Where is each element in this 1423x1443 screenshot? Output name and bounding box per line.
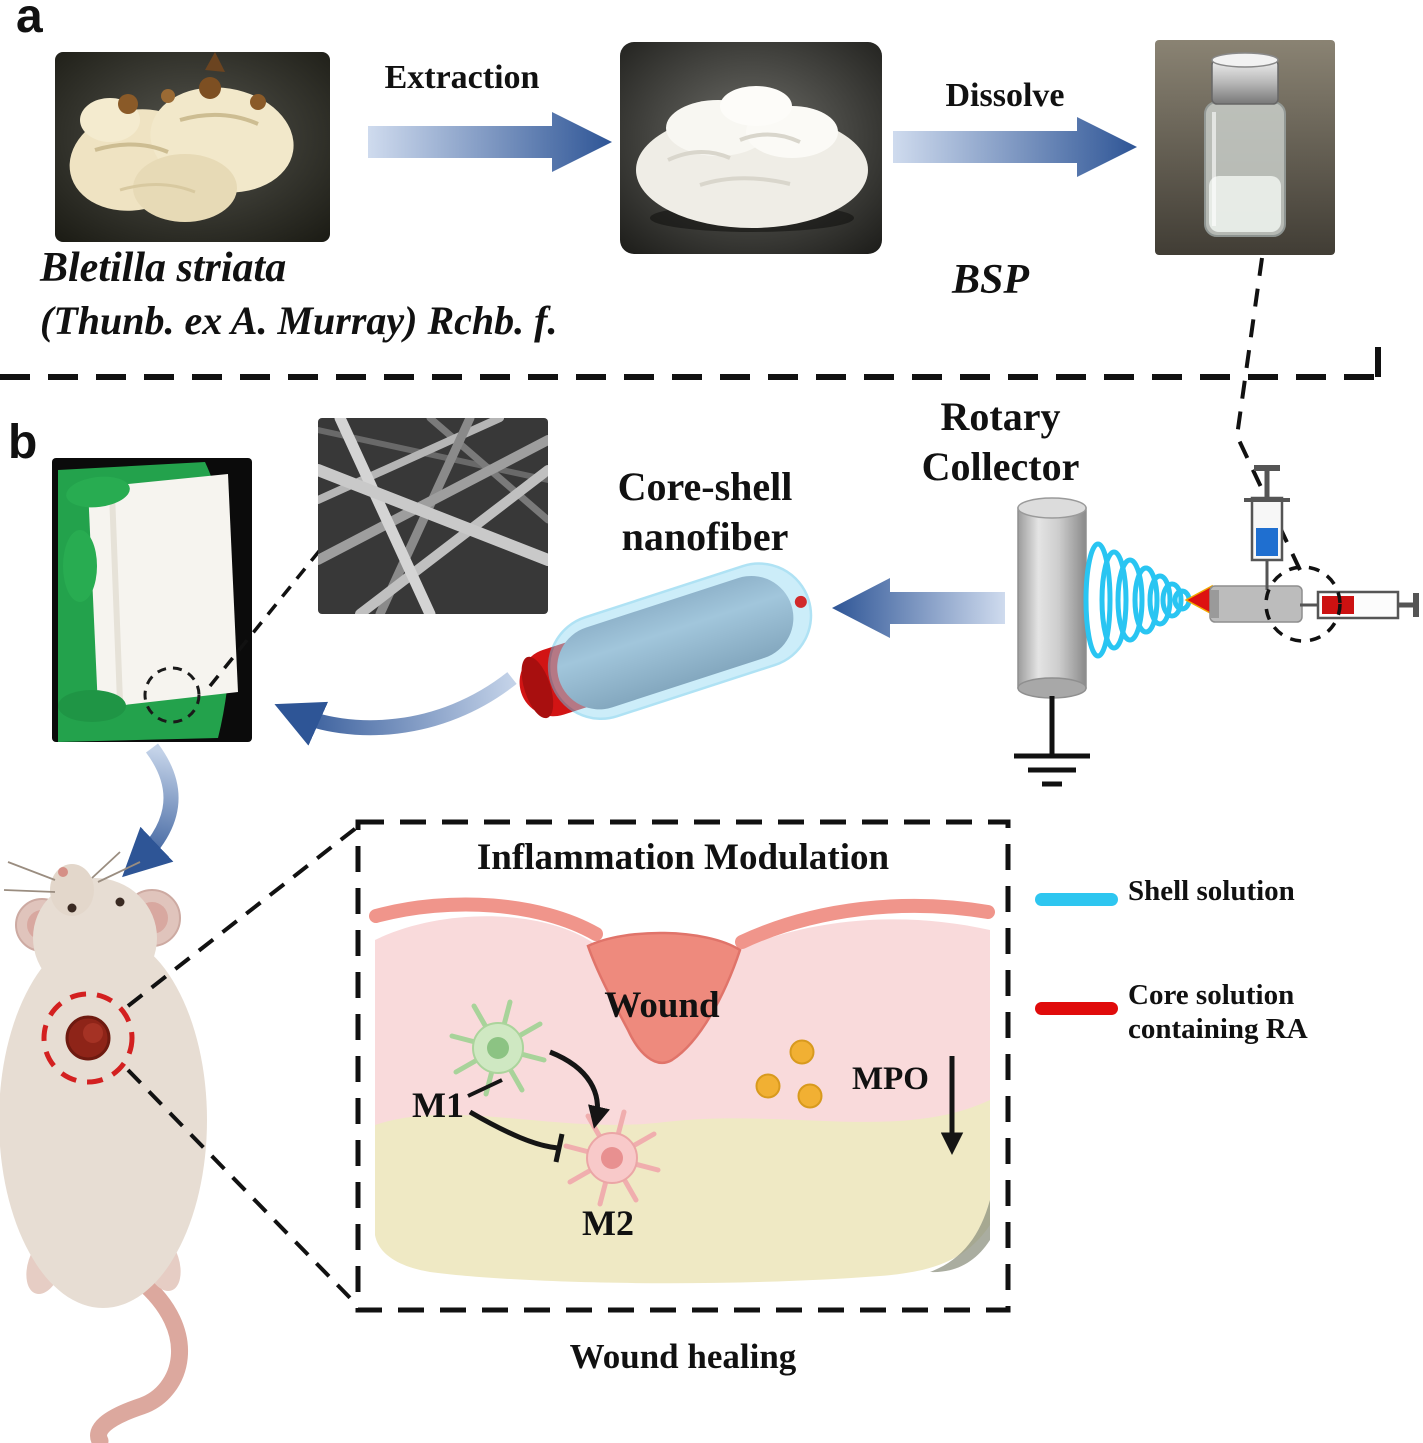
- photo-bletilla-tubers: [55, 52, 330, 242]
- wound-label: Wound: [604, 985, 720, 1026]
- membrane-to-mouse-arrow: [122, 743, 179, 878]
- wound-healing-caption: Wound healing: [569, 1337, 797, 1376]
- panel-b-label: b: [8, 416, 38, 469]
- core-shell-nanofiber-label-line1: Core-shell: [617, 464, 793, 509]
- wound-dashed-circle: [41, 991, 135, 1085]
- spinneret-barrel: [1209, 585, 1303, 623]
- rotary-collector-label-line2: Collector: [921, 444, 1080, 489]
- photo-bsp-solution-vial: [1155, 40, 1335, 255]
- photo-bsp-powder: [620, 42, 882, 254]
- wound-wedge: [586, 931, 742, 1065]
- skin-surface-right: [735, 898, 995, 949]
- rotary-collector-label-line1: Rotary: [940, 394, 1061, 439]
- skin-surface-left: [369, 897, 603, 941]
- tissue-illustration: [369, 897, 995, 1284]
- mpo-dots: [755, 1039, 823, 1109]
- extraction-arrow: [368, 112, 612, 172]
- shell-solution-syringe: [1244, 465, 1290, 590]
- electrospinning-jet-spiral: [1083, 541, 1192, 659]
- syringe-junction-dashed-circle: [1264, 565, 1342, 643]
- legend-core-label-line1: Core solution: [1128, 979, 1295, 1011]
- membrane-to-sem-dashed-line: [208, 548, 322, 688]
- tissue-dermis-yellow: [375, 1098, 990, 1284]
- bsp-powder-label: BSP: [952, 257, 1030, 303]
- panel-divider-dashed-line: [0, 338, 1381, 380]
- legend-core-label-line2: containing RA: [1128, 1013, 1308, 1045]
- dissolve-arrow: [893, 117, 1137, 177]
- ground-symbol: [1014, 696, 1090, 787]
- inflammation-box: [355, 819, 1011, 1313]
- mouse-wound: [65, 1015, 111, 1061]
- core-shell-nanofiber-label-line2: nanofiber: [621, 514, 789, 559]
- membrane-dashed-circle: [143, 666, 201, 724]
- photo-nanofiber-membrane: [52, 458, 252, 742]
- m1-to-m2-arrow: [549, 1049, 610, 1129]
- core-shell-fiber-3d: [519, 562, 813, 721]
- extraction-arrow-label: Extraction: [384, 59, 540, 96]
- dissolve-arrow-label: Dissolve: [945, 77, 1065, 114]
- plant-name-line1: Bletilla striata: [40, 245, 287, 291]
- panel-a-label: a: [16, 0, 43, 43]
- inflammation-title: Inflammation Modulation: [476, 837, 890, 878]
- m2-label: M2: [582, 1203, 634, 1243]
- sem-nanofiber-image: [318, 418, 548, 614]
- legend-shell-line: [1035, 893, 1118, 906]
- electrospinning-arrow: [832, 578, 1005, 638]
- rotary-collector-cylinder: [1017, 497, 1087, 699]
- taylor-cone: [1184, 584, 1213, 616]
- m1-inhibition-line: [467, 1078, 565, 1163]
- fiber-to-membrane-arrow: [274, 672, 517, 746]
- mouse-illustration: [0, 851, 207, 1443]
- plant-name-line2: (Thunb. ex A. Murray) Rchb. f.: [40, 298, 558, 343]
- legend-core-line: [1035, 1002, 1118, 1015]
- m1-label: M1: [412, 1085, 464, 1125]
- wound-to-panel-dashed-lines: [126, 826, 358, 1306]
- mpo-label: MPO: [852, 1061, 929, 1097]
- core-solution-syringe: [1300, 590, 1419, 620]
- m1-macrophage-cell: [449, 999, 547, 1097]
- legend-shell-label: Shell solution: [1128, 875, 1295, 907]
- tissue-epidermis-pink: [375, 916, 990, 1125]
